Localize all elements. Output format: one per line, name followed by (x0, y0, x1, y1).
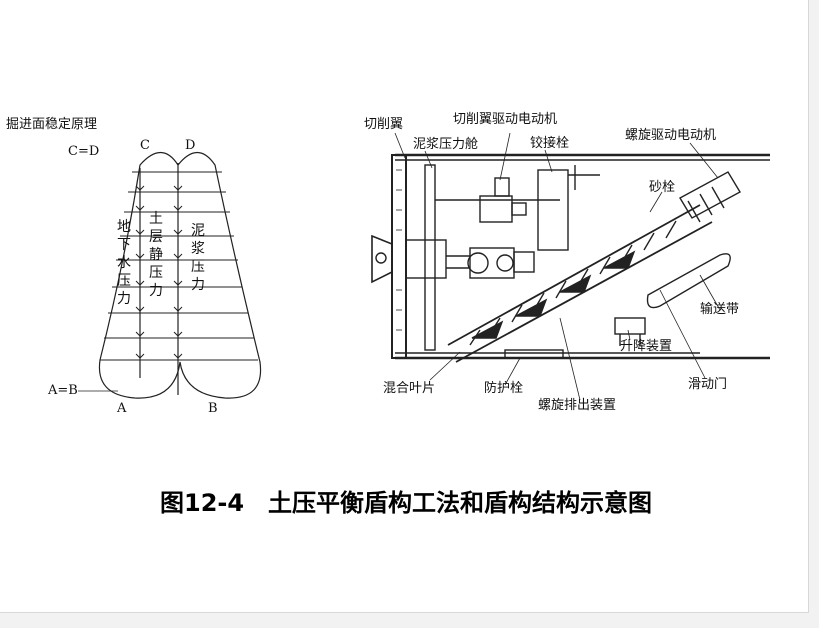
label-lifting: 升降装置 (620, 339, 673, 354)
label-gate-bolt: 砂栓 (649, 180, 676, 195)
label-mixing-blade: 混合叶片 (383, 381, 436, 396)
screw-drive-motor (679, 171, 741, 219)
pressure-bands (100, 171, 258, 361)
label-sliding-door: 滑动门 (688, 377, 728, 392)
point-a-label: A (117, 401, 127, 416)
hinge-block (537, 169, 569, 251)
label-screw-discharge: 螺旋排出装置 (538, 398, 617, 413)
leader-lines (394, 132, 721, 401)
cutter-face (391, 154, 407, 359)
screw-conveyor (447, 204, 713, 363)
eq-top-label: C=D (68, 144, 100, 159)
label-screw-motor: 螺旋驱动电动机 (625, 128, 717, 143)
guard-bolt (504, 349, 564, 359)
figure-page: 掘进面稳定原理 C=D C D A=B A B 地下水压力 土层静压力 泥浆压力… (0, 0, 809, 613)
label-cutter-wing: 切削翼 (364, 117, 404, 132)
eq-bottom-label: A=B (48, 383, 78, 398)
conveyor-belt (646, 253, 731, 309)
soil-pressure-label: 土层静压力 (149, 211, 163, 299)
label-cutter-motor: 切削翼驱动电动机 (453, 112, 558, 127)
figure-drawing (78, 132, 770, 401)
right-shield-diagram (371, 132, 770, 401)
figure-caption: 图12-4 土压平衡盾构工法和盾构结构示意图 (160, 489, 653, 517)
left-pressure-diagram (78, 151, 262, 399)
point-d-label: D (185, 138, 196, 153)
label-mud-chamber: 泥浆压力舱 (413, 137, 479, 152)
lifting-device (614, 317, 646, 335)
label-guard-bolt: 防护栓 (484, 381, 524, 396)
cutter-hub (371, 234, 393, 284)
left-diagram-title: 掘进面稳定原理 (6, 117, 98, 132)
label-hinge-bolt: 铰接栓 (530, 136, 570, 151)
point-c-label: C (140, 138, 150, 153)
label-conveyor: 输送带 (700, 302, 740, 317)
mud-pressure-label: 泥浆压力 (191, 223, 205, 293)
point-b-label: B (208, 401, 218, 416)
groundwater-pressure-label: 地下水压力 (117, 219, 131, 307)
pressure-arrows (135, 185, 183, 359)
